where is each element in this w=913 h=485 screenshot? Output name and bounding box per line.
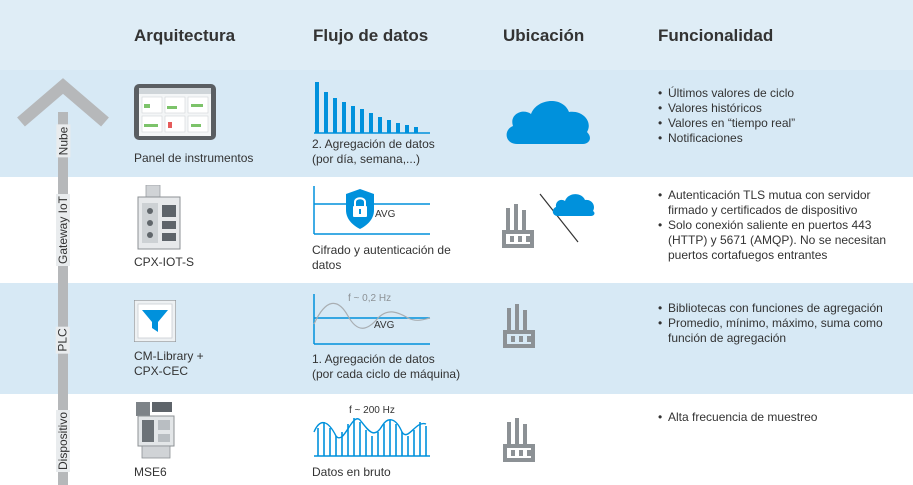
list-item: Alta frecuencia de muestreo: [658, 410, 908, 425]
factory-icon: [502, 204, 534, 248]
list-item: Valores en “tiempo real”: [658, 116, 908, 131]
list-item: Promedio, mínimo, máximo, suma como func…: [658, 316, 908, 346]
list-item: Últimos valores de ciclo: [658, 86, 908, 101]
functionality-list-plc: Bibliotecas con funciones de agregación …: [658, 301, 908, 346]
factory-icon: [503, 304, 535, 348]
level-label-gateway: Gateway IoT: [56, 193, 70, 267]
hierarchy-arrow: [58, 112, 68, 485]
header-architecture: Arquitectura: [134, 26, 236, 45]
raw-data-chart-icon: [313, 418, 430, 457]
header-band: [0, 0, 913, 70]
header-location: Ubicación: [503, 26, 585, 45]
flow-tag-gateway: AVG: [375, 209, 396, 220]
up-arrow-icon: [17, 78, 109, 127]
level-label-cloud: Nube: [56, 124, 70, 158]
flow-frequency-device: f ~ 200 Hz: [349, 405, 395, 416]
functionality-list-cloud: Últimos valores de ciclo Valores históri…: [658, 86, 908, 146]
device-caption-gateway: CPX-IOT-S: [134, 255, 195, 269]
cpx-iot-gateway-icon: [137, 185, 181, 250]
flow-caption-device: Datos en bruto: [312, 465, 391, 479]
header-functionality: Funcionalidad: [658, 26, 774, 45]
flow-caption-gateway: Cifrado y autenticación de datos: [312, 243, 451, 272]
factory-to-cloud-icon: [502, 193, 595, 248]
encryption-chart-icon: [313, 186, 430, 235]
level-label-plc: PLC: [56, 326, 70, 354]
aggregation-bars-icon: [314, 82, 430, 134]
header-data-flow: Flujo de datos: [313, 26, 429, 45]
level-label-device: Dispositivo: [56, 409, 70, 472]
flow-caption-cloud: 2. Agregación de datos (por día, semana,…: [312, 137, 435, 166]
functionality-list-gateway: Autenticación TLS mutua con servidor fir…: [658, 188, 908, 263]
plc-aggregation-chart-icon: [313, 294, 431, 345]
functionality-list-device: Alta frecuencia de muestreo: [658, 410, 908, 425]
factory-icon: [503, 418, 535, 462]
flow-frequency-plc: f ~ 0,2 Hz: [348, 293, 392, 304]
cloud-icon: [552, 194, 595, 216]
device-caption-plc: CM-Library + CPX-CEC: [134, 349, 204, 378]
mse6-device-icon: [136, 402, 175, 459]
list-item: Autenticación TLS mutua con servidor fir…: [658, 188, 908, 218]
padlock-icon: [346, 189, 374, 229]
cm-library-icon: [134, 300, 176, 342]
list-item: Bibliotecas con funciones de agregación: [658, 301, 908, 316]
device-caption-dashboard: Panel de instrumentos: [134, 151, 254, 165]
flow-caption-plc: 1. Agregación de datos (por cada ciclo d…: [312, 352, 461, 381]
cloud-icon: [506, 100, 590, 144]
list-item: Solo conexión saliente en puertos 443 (H…: [658, 218, 908, 263]
tablet-dashboard-icon: [134, 84, 216, 140]
flow-tag-plc: AVG: [374, 320, 395, 331]
list-item: Notificaciones: [658, 131, 908, 146]
list-item: Valores históricos: [658, 101, 908, 116]
device-caption-device: MSE6: [134, 465, 167, 479]
